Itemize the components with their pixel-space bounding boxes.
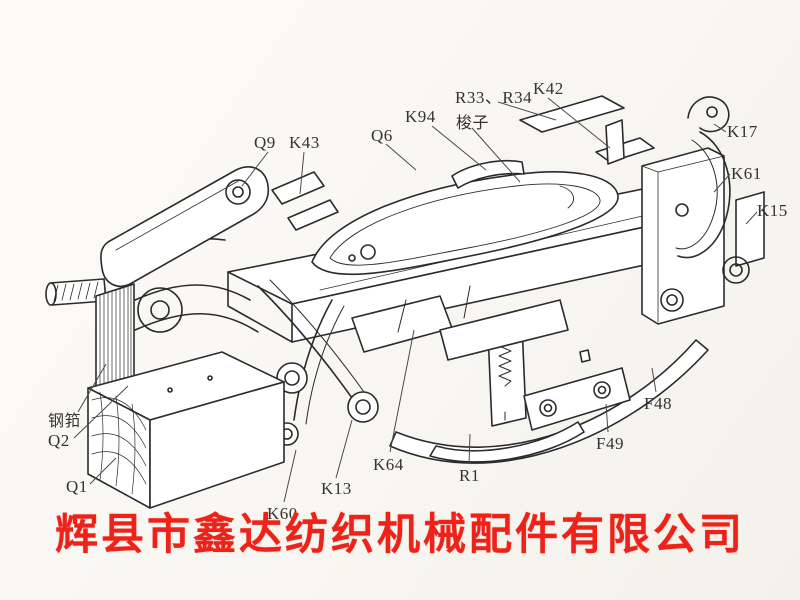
part-label-r1: R1 — [459, 466, 480, 485]
top-blocks — [451, 95, 655, 189]
part-label-q6: Q6 — [371, 126, 393, 145]
k43-plates — [271, 171, 339, 231]
left-box — [87, 351, 285, 509]
part-label-k64: K64 — [373, 455, 404, 474]
part-label-k15: K15 — [757, 201, 788, 220]
part-label-k13: K13 — [321, 479, 352, 498]
k61-arm — [660, 131, 750, 312]
part-label-k43: K43 — [289, 133, 320, 152]
q9-arm — [100, 166, 270, 288]
part-label-shuttle: 梭子 — [456, 115, 490, 132]
sword-arms — [389, 339, 709, 464]
part-label-r33-r34: R33、R34 — [455, 88, 533, 107]
company-title: 辉县市鑫达纺织机械配件有限公司 — [55, 511, 745, 559]
shuttle-race — [311, 171, 619, 276]
leader-lines — [73, 97, 758, 503]
part-label-k17: K17 — [727, 122, 758, 141]
part-label-f48: F48 — [644, 394, 672, 413]
f49-bracket — [523, 349, 631, 431]
part-label-k60: K60 — [267, 504, 298, 523]
part-label-f49: F49 — [596, 434, 624, 453]
part-label-k94: K94 — [405, 107, 436, 126]
part-label-k61: K61 — [731, 164, 762, 183]
part-label-q1: Q1 — [66, 477, 88, 496]
k17-hook — [687, 96, 730, 133]
part-label-reed: 钢筘 — [48, 413, 82, 430]
part-label-k42: K42 — [533, 79, 564, 98]
part-label-q9: Q9 — [254, 133, 276, 152]
part-label-q2: Q2 — [48, 431, 70, 450]
support-links — [397, 285, 569, 361]
right-frame — [641, 147, 765, 325]
